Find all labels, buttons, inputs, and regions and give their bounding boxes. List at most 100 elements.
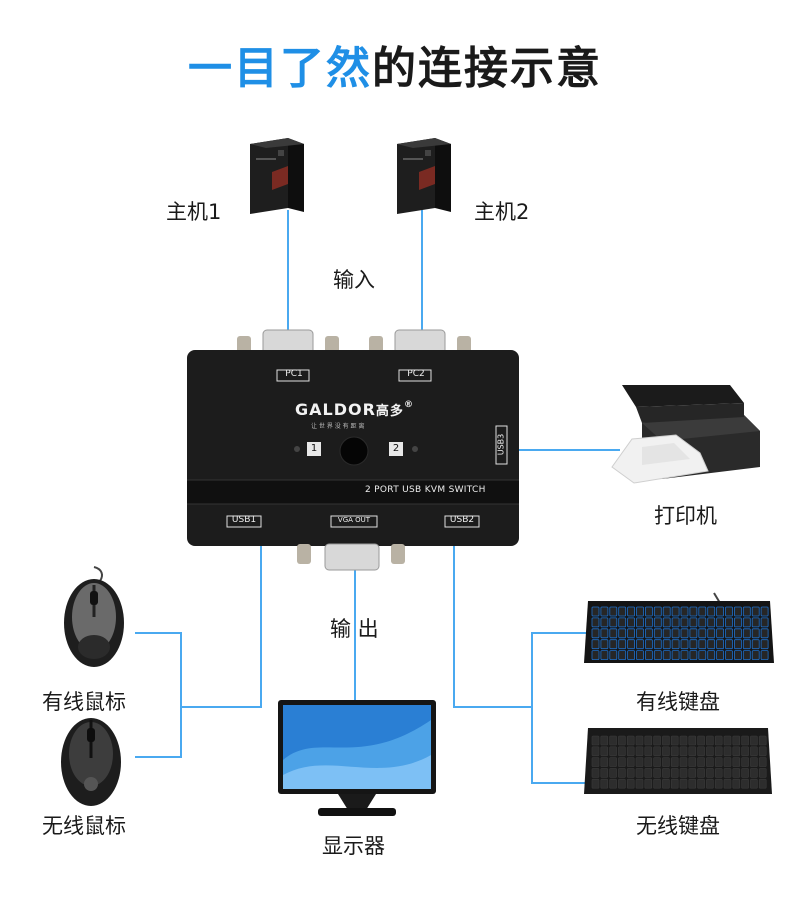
keyboard-key bbox=[741, 778, 749, 789]
keyboard-key bbox=[645, 606, 653, 617]
keyboard-key bbox=[670, 768, 679, 778]
keyboard-key bbox=[618, 617, 627, 628]
port-label-pc2: PC2 bbox=[407, 369, 425, 379]
keyboard-key bbox=[591, 757, 600, 767]
keyboard-key bbox=[636, 639, 644, 650]
kvm-switch: PC1 PC2 GALDOR高多® 让 世 界 没 有 距 离 1 2 2 PO… bbox=[185, 329, 521, 571]
keyboard-key bbox=[706, 778, 714, 789]
keyboard-key bbox=[653, 650, 662, 660]
keyboard-key bbox=[723, 778, 732, 789]
keyboard-key bbox=[679, 768, 688, 778]
model-label: 2 PORT USB KVM SWITCH bbox=[365, 485, 486, 495]
port-label-usb1: USB1 bbox=[231, 515, 257, 525]
keyboard-key bbox=[627, 650, 635, 660]
keyboard-key bbox=[680, 617, 689, 628]
keyboard-key bbox=[662, 606, 671, 617]
keyboard-key bbox=[591, 628, 600, 639]
keyboard-key bbox=[733, 606, 742, 617]
keyboard-key bbox=[707, 628, 716, 639]
keyboard-key bbox=[600, 617, 609, 628]
brand-name: GALDOR bbox=[295, 400, 376, 419]
keyboard-key bbox=[732, 735, 741, 746]
keyboard-key bbox=[742, 639, 751, 650]
keyboard-key bbox=[758, 735, 767, 746]
keyboard-key bbox=[689, 606, 698, 617]
keyboard-key bbox=[716, 639, 725, 650]
keyboard-key bbox=[741, 735, 749, 746]
keyboard-key bbox=[671, 617, 680, 628]
keyboard-key bbox=[688, 768, 697, 778]
keyboard-key bbox=[688, 778, 697, 789]
keyboard-key bbox=[733, 639, 742, 650]
keyboard-key bbox=[671, 628, 680, 639]
keyboard-key bbox=[679, 746, 688, 757]
keyboard-key bbox=[653, 757, 661, 767]
pc2-label: 主机2 bbox=[474, 200, 530, 224]
keyboard-key bbox=[679, 757, 688, 767]
keyboard-key bbox=[688, 746, 697, 757]
keyboard-key bbox=[670, 757, 679, 767]
line-mouse2 bbox=[135, 756, 182, 758]
keyboard-key bbox=[742, 606, 751, 617]
page-title: 一目了然的连接示意 bbox=[0, 32, 790, 96]
keyboard-key bbox=[697, 757, 705, 767]
keyboard-key bbox=[750, 746, 758, 757]
keyboard-key bbox=[635, 757, 644, 767]
keyboard-key bbox=[698, 639, 707, 650]
keyboard-key bbox=[627, 639, 635, 650]
line-mouse1 bbox=[135, 632, 182, 634]
keyboard-key bbox=[733, 650, 742, 660]
keyboard-key bbox=[600, 757, 609, 767]
brand-logo: GALDOR高多® bbox=[295, 400, 414, 419]
keyboard-key bbox=[618, 746, 626, 757]
keyboard-key bbox=[714, 757, 723, 767]
keyboard-key bbox=[600, 778, 609, 789]
keyboard-key bbox=[600, 606, 609, 617]
line-keyboard-vertical bbox=[531, 632, 533, 784]
monitor-icon bbox=[278, 700, 436, 816]
keyboard-key bbox=[706, 768, 714, 778]
keyboard-key bbox=[662, 757, 670, 767]
keyboard-key bbox=[591, 606, 600, 617]
title-highlight: 一目了然 bbox=[188, 43, 372, 94]
keyboard-key bbox=[626, 778, 635, 789]
keyboard-key bbox=[680, 650, 689, 660]
switch-select-button[interactable] bbox=[340, 437, 368, 465]
keyboard-key bbox=[600, 768, 609, 778]
keyboard-key bbox=[698, 617, 707, 628]
keyboard-key bbox=[662, 639, 671, 650]
keyboard-key bbox=[760, 628, 769, 639]
keyboard-key bbox=[626, 746, 635, 757]
brand-cn: 高多 bbox=[375, 404, 404, 419]
output-label: 输 出 bbox=[330, 617, 379, 641]
keyboard-key bbox=[627, 617, 635, 628]
keyboard-key bbox=[697, 746, 705, 757]
input-label: 输入 bbox=[333, 268, 375, 292]
switch-button-2-label: 2 bbox=[392, 443, 400, 454]
line-printer bbox=[515, 449, 620, 451]
line-pc1 bbox=[287, 210, 289, 350]
keyboard-key bbox=[653, 628, 662, 639]
wired-keyboard-icon bbox=[584, 592, 774, 663]
keyboard-key bbox=[751, 606, 760, 617]
switch-button-1-label: 1 bbox=[310, 443, 318, 454]
keyboard-key bbox=[714, 778, 723, 789]
keyboard-key bbox=[618, 639, 627, 650]
keyboard-key bbox=[758, 778, 767, 789]
keyboard-key bbox=[725, 650, 733, 660]
wired-keyboard-label: 有线键盘 bbox=[636, 690, 720, 714]
keyboard-key bbox=[626, 757, 635, 767]
keyboard-key bbox=[662, 617, 671, 628]
line-usb2-across bbox=[453, 706, 533, 708]
keyboard-key bbox=[600, 746, 609, 757]
keyboard-key bbox=[679, 778, 688, 789]
keyboard-key bbox=[723, 746, 732, 757]
keyboard-key bbox=[732, 778, 741, 789]
keyboard-key bbox=[697, 735, 705, 746]
keyboard-key bbox=[750, 757, 758, 767]
line-usb2-down bbox=[453, 545, 455, 707]
keyboard-key bbox=[742, 617, 751, 628]
keyboard-key bbox=[671, 650, 680, 660]
keyboard-key bbox=[609, 768, 617, 778]
keyboard-key bbox=[698, 606, 707, 617]
